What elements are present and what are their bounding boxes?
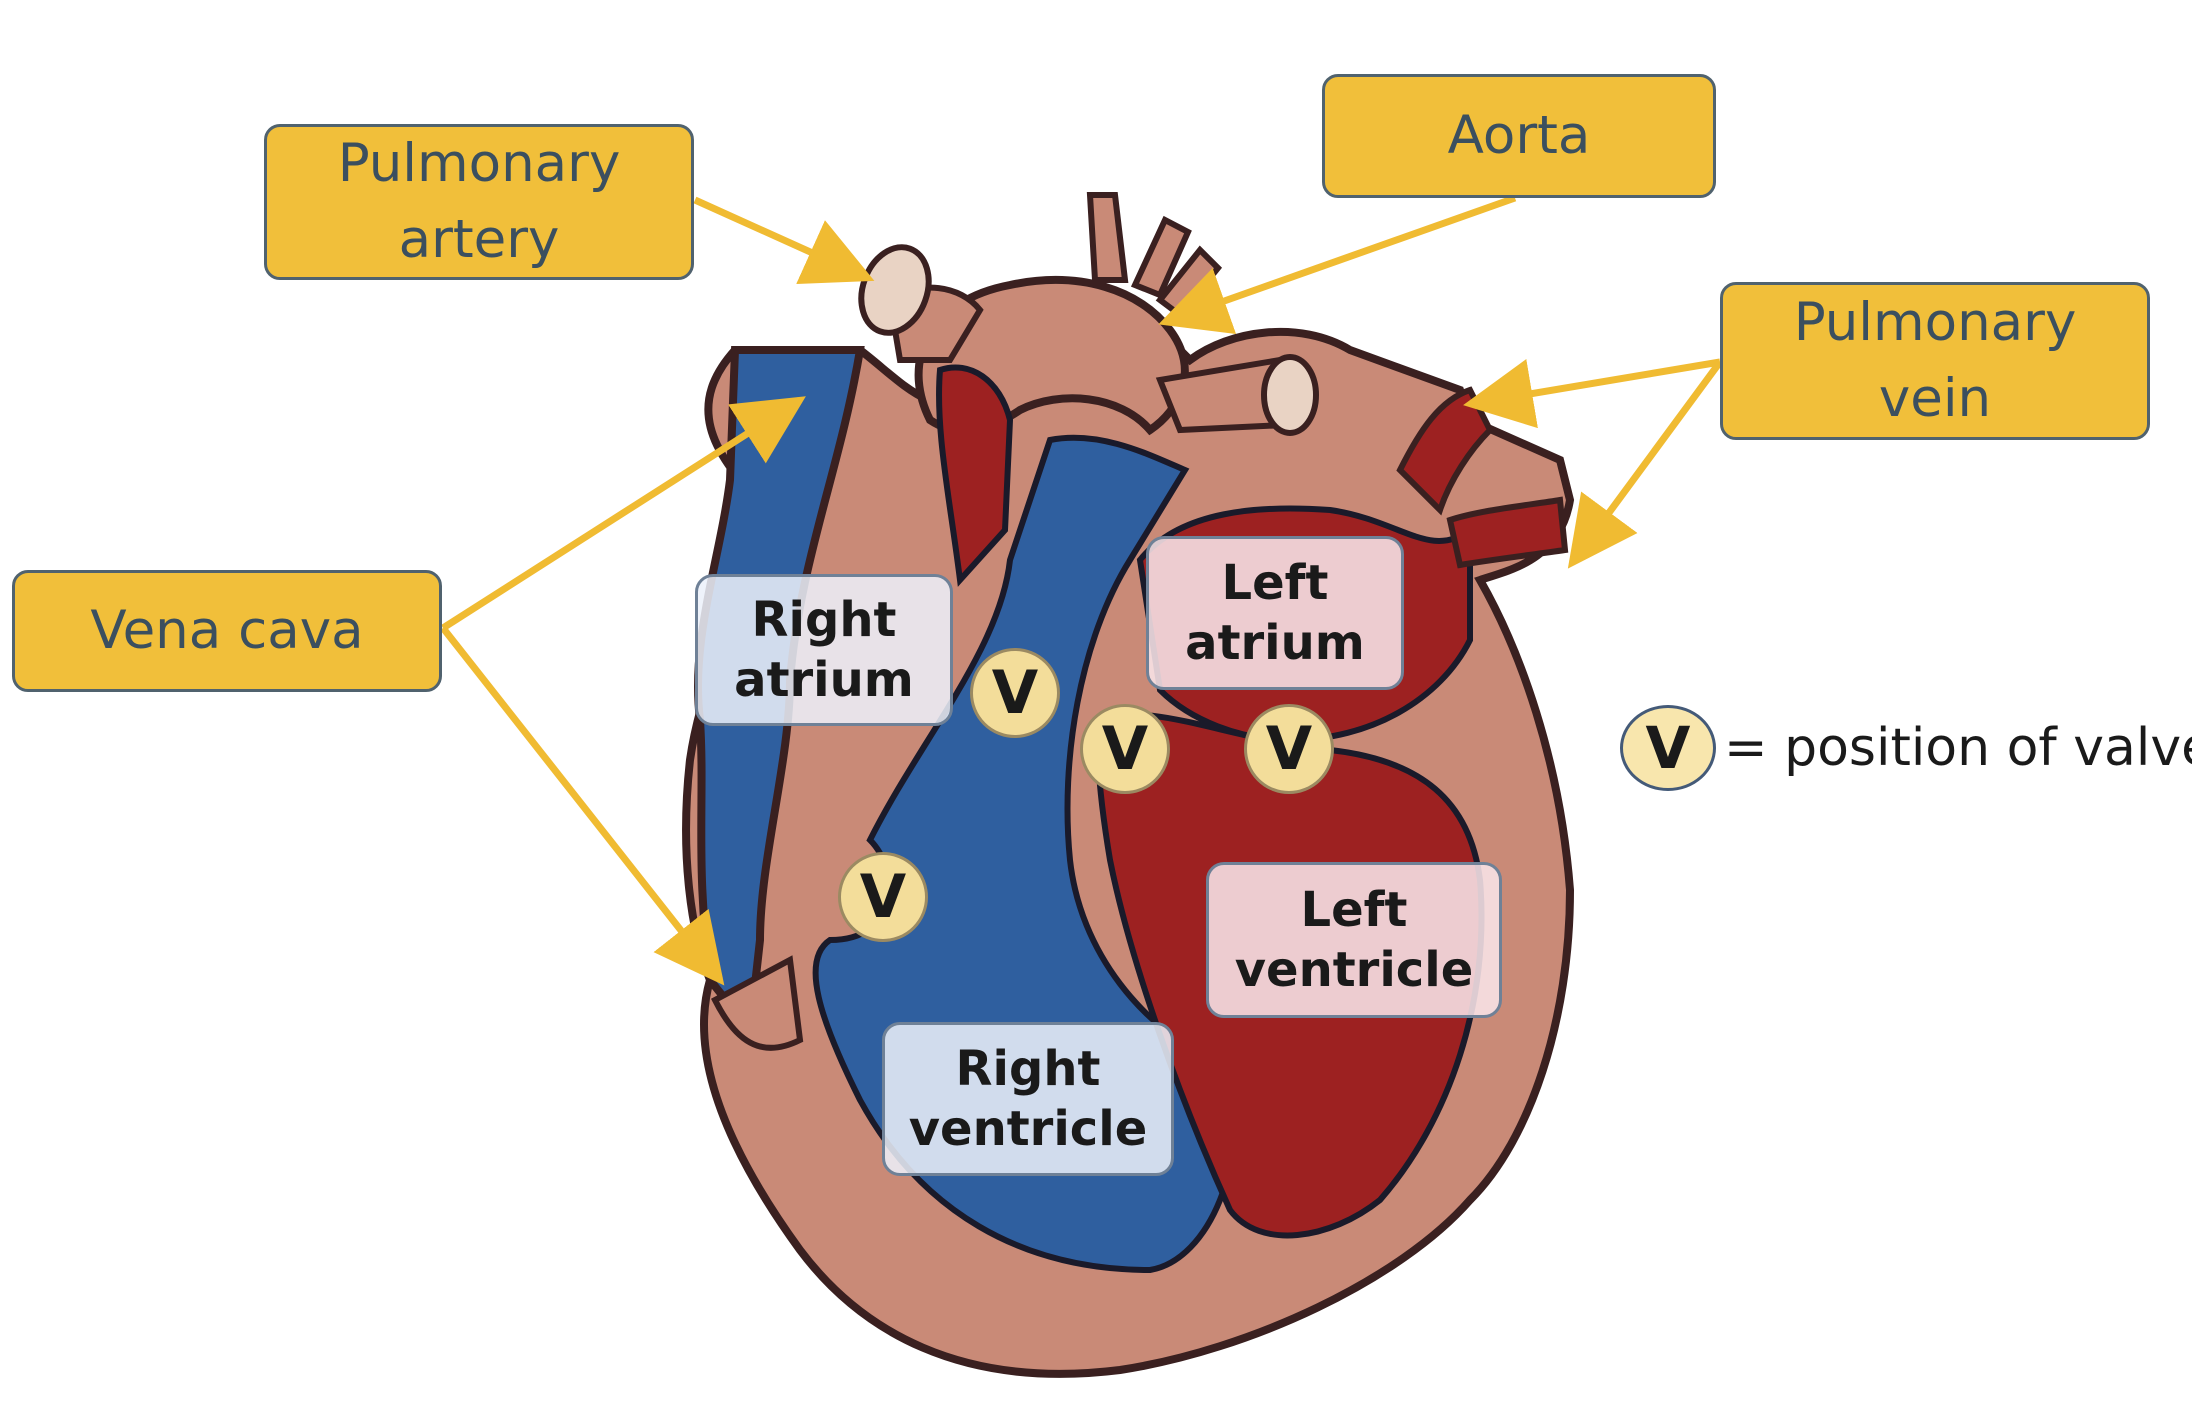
pulmonary-vein-label: Pulmonary vein <box>1720 282 2150 440</box>
arrow-vena-cava-lower <box>440 625 725 986</box>
valve-marker-pulmonary: V <box>970 648 1060 738</box>
pulmonary-artery-vessel <box>858 244 984 363</box>
callout-arrows <box>440 194 1723 986</box>
valve-marker-mitral: V <box>1244 704 1334 794</box>
aorta-label: Aorta <box>1322 74 1716 198</box>
legend-valve-icon: V <box>1620 705 1716 791</box>
arrow-pulmonary-vein-lower <box>1567 359 1723 569</box>
pulmonary-trunk-blood <box>936 364 1014 587</box>
vena-cava-label: Vena cava <box>12 570 442 692</box>
arrow-vena-cava-upper <box>441 396 806 631</box>
arrow-aorta <box>1158 194 1517 334</box>
arrow-pulmonary-vein-upper <box>1463 358 1721 429</box>
arrow-pulmonary-artery <box>693 196 875 285</box>
valve-marker-tricuspid: V <box>838 852 928 942</box>
right-ventricle-label: Right ventricle <box>882 1022 1174 1176</box>
right-atrium-label: Right atrium <box>695 574 953 726</box>
legend-text: = position of valve <box>1724 718 2192 778</box>
left-ventricle-label: Left ventricle <box>1206 862 1502 1018</box>
valve-marker-aortic: V <box>1080 704 1170 794</box>
pulmonary-artery-label: Pulmonary artery <box>264 124 694 280</box>
left-atrium-label: Left atrium <box>1146 536 1404 690</box>
